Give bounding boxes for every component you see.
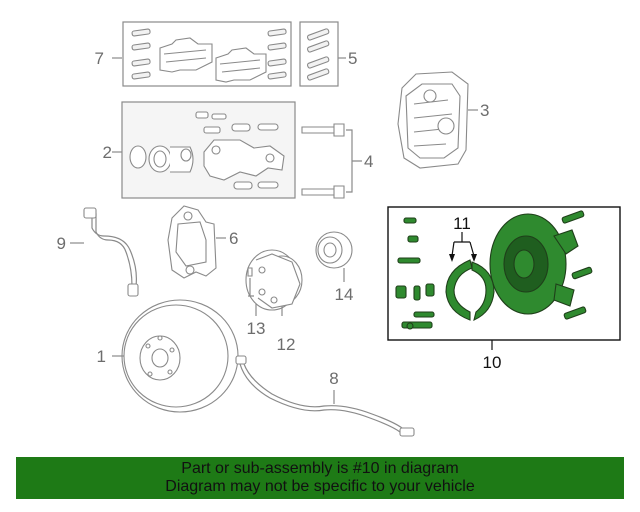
callout-2: 2	[103, 143, 112, 162]
callout-7: 7	[95, 49, 104, 68]
part-1-brake-rotor[interactable]	[112, 299, 239, 413]
parts-diagram: 7 5 3 2 4 6 9 14 13 12 1 8 11 10	[57, 21, 621, 437]
callout-10: 10	[483, 353, 502, 372]
part-13-wheel-stud[interactable]	[247, 267, 257, 316]
diagram-notice-banner: Part or sub-assembly is #10 in diagram D…	[16, 457, 624, 499]
part-10-parking-brake-assembly[interactable]	[387, 206, 621, 341]
callout-6: 6	[229, 229, 238, 248]
callout-9: 9	[57, 234, 66, 253]
part-3-brake-caliper[interactable]	[397, 71, 478, 169]
callout-8: 8	[329, 369, 338, 388]
callout-12: 12	[277, 335, 296, 354]
part-5-pad-hardware[interactable]	[299, 21, 339, 87]
part-12-wheel-hub[interactable]	[245, 249, 303, 316]
part-6-caliper-bracket[interactable]	[167, 205, 226, 279]
callout-11: 11	[453, 214, 471, 233]
notice-line-1: Part or sub-assembly is #10 in diagram	[181, 460, 459, 477]
callout-labels: 7 5 3 2 4 6 9 14 13 12 1 8 11 10	[57, 49, 502, 388]
callout-13: 13	[247, 319, 266, 338]
part-4-guide-bolts[interactable]	[301, 123, 362, 199]
callout-4: 4	[364, 152, 373, 171]
part-8-wheel-speed-sensor[interactable]	[235, 355, 415, 437]
notice-line-2: Diagram may not be specific to your vehi…	[165, 478, 475, 495]
part-9-brake-hose[interactable]	[70, 207, 139, 297]
part-2-caliper-rebuild-kit[interactable]	[121, 101, 296, 199]
callout-1: 1	[97, 347, 106, 366]
part-11-brake-shoes-leader	[449, 232, 477, 262]
callout-5: 5	[348, 49, 357, 68]
part-14-wheel-bearing[interactable]	[315, 231, 353, 282]
callout-14: 14	[335, 285, 354, 304]
callout-3: 3	[480, 101, 489, 120]
part-7-brake-pad-kit[interactable]	[122, 21, 292, 87]
